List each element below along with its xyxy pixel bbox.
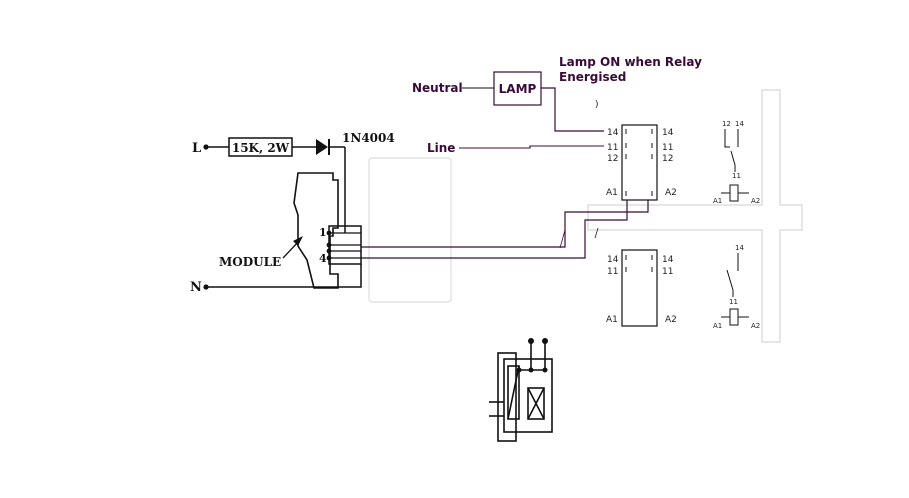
- wire-to-a2: [361, 196, 649, 248]
- terminal-l-label: L: [192, 141, 201, 156]
- relay-symbol-node-1: [516, 367, 522, 373]
- neutral-label: Neutral: [412, 81, 463, 95]
- relay-bottom-body: [621, 249, 658, 327]
- relay-top-a2: A2: [665, 188, 677, 198]
- schem-top-contact-icon: [724, 129, 739, 172]
- terminal-n-label: N: [190, 280, 202, 295]
- note-line-1: Lamp ON when Relay: [559, 55, 702, 69]
- terminal-dot-4: [326, 255, 332, 261]
- relay-bottom-pin-marks: [625, 255, 653, 272]
- relay-bottom-11-left: 11: [607, 267, 618, 277]
- schem-bottom-coil-icon: [721, 308, 749, 326]
- schem-top-a1: A1: [713, 197, 722, 205]
- relay-bottom-a1: A1: [606, 315, 618, 325]
- relay-symbol-node-2: [528, 367, 534, 373]
- relay-top-14-right: 14: [662, 128, 674, 138]
- line-label: Line: [427, 141, 455, 155]
- relay-symbol-icon: [489, 341, 553, 442]
- faint-din-rail: [587, 89, 803, 343]
- wire-to-a1: [361, 196, 628, 259]
- relay-top-11-right: 11: [662, 143, 673, 153]
- faint-module-panel: [368, 157, 452, 303]
- wire-n: [206, 264, 362, 288]
- schem-bottom-a1: A1: [713, 322, 722, 330]
- terminal-dot-2: [326, 242, 332, 248]
- schem-bottom-contact-icon: [726, 253, 739, 297]
- schem-bottom-14: 14: [735, 244, 744, 252]
- terminal-dot-1: [326, 230, 332, 236]
- pin-4-label: 4: [319, 252, 327, 265]
- wire-tick-1: [559, 229, 566, 249]
- relay-top-a1: A1: [606, 188, 618, 198]
- terminal-dot-3: [326, 248, 332, 254]
- schem-bottom-a2: A2: [751, 322, 760, 330]
- relay-symbol-terminal-1: [528, 338, 534, 344]
- relay-symbol-node-3: [542, 367, 548, 373]
- diode-label: 1N4004: [342, 131, 395, 145]
- module-label: MODULE: [219, 255, 281, 269]
- relay-bottom-14-right: 14: [662, 255, 674, 265]
- diode-icon: [316, 139, 328, 155]
- schem-bottom-11: 11: [729, 298, 738, 306]
- schem-top-12: 12: [722, 120, 731, 128]
- relay-bottom-11-right: 11: [662, 267, 673, 277]
- resistor-label: 15K, 2W: [232, 141, 290, 155]
- relay-top-12-right: 12: [662, 154, 673, 164]
- relay-bottom-14-left: 14: [607, 255, 619, 265]
- note-line-2: Energised: [559, 70, 626, 84]
- pin-1-label: 1: [319, 226, 327, 239]
- schem-top-14: 14: [735, 120, 744, 128]
- stray-paren: ): [595, 100, 599, 110]
- schem-top-11: 11: [732, 172, 741, 180]
- module-outline: [293, 172, 339, 289]
- relay-bottom-a2: A2: [665, 315, 677, 325]
- relay-top-12-left: 12: [607, 154, 618, 164]
- module-arrow-head: [293, 236, 303, 246]
- relay-top-body: [621, 124, 658, 201]
- schem-top-a2: A2: [751, 197, 760, 205]
- wire-line-to-11: [459, 145, 604, 149]
- schem-top-coil-icon: [721, 184, 749, 202]
- lamp-label: LAMP: [499, 82, 537, 96]
- wire-lamp-to-14: [541, 87, 604, 132]
- relay-top-pin-marks: [625, 129, 653, 196]
- wire-tick-2: [594, 227, 599, 239]
- relay-top-11-left: 11: [607, 143, 618, 153]
- lamp-box: [493, 71, 542, 106]
- relay-symbol-terminal-2: [542, 338, 548, 344]
- relay-top-14-left: 14: [607, 128, 619, 138]
